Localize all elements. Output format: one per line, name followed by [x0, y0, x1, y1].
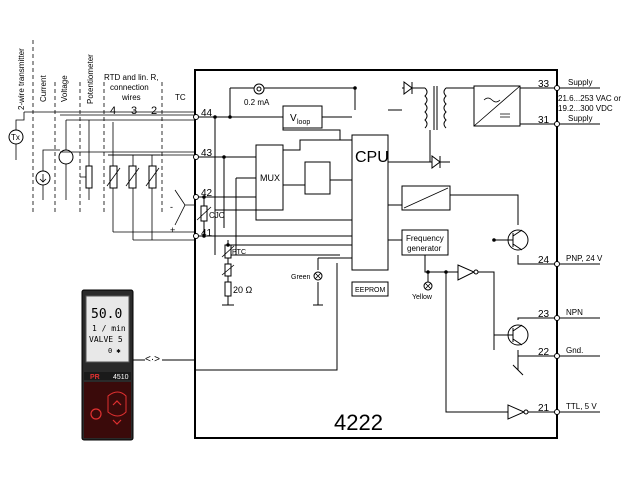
lcd-screen [85, 295, 130, 363]
lcd-value: 50.0 [91, 307, 122, 322]
display-up-button[interactable] [112, 400, 122, 406]
vloop-block [282, 105, 323, 129]
resistor-20ohm [224, 281, 232, 297]
terminal-label-44: 44 [201, 108, 213, 119]
output-pnp-label: PNP, 24 V [566, 254, 603, 263]
cpu-label: CPU [355, 149, 389, 166]
terminal-label-42: 42 [201, 188, 213, 199]
lcd-tag: VALVE 5 [89, 335, 123, 344]
terminal-label-21: 21 [538, 403, 550, 414]
tc-minus: - [170, 202, 173, 212]
ptc-label: PTC [232, 249, 246, 256]
freq-gen-line2: generator [407, 244, 442, 253]
input-section: 2-wire transmitter Current Voltage Poten… [8, 40, 200, 241]
terminal-23[interactable] [554, 315, 560, 321]
display-link-symbol: <·> [145, 354, 160, 365]
label-voltage: Voltage [60, 75, 69, 102]
current-source-label: 0.2 mA [244, 98, 270, 107]
terminal-33[interactable] [554, 85, 560, 91]
vloop-label: V [290, 113, 297, 124]
terminal-43[interactable] [193, 154, 199, 160]
tc-plus: + [170, 225, 175, 235]
vloop-sub-label: loop [297, 119, 310, 126]
resistor-20-label: 20 Ω [233, 285, 253, 295]
label-rtd-2: 2 [151, 105, 157, 117]
supply-label-33: Supply [568, 78, 592, 87]
yellow-led-label: Yellow [412, 294, 433, 301]
output-npn-label: NPN [566, 308, 583, 317]
terminal-label-43: 43 [201, 148, 213, 159]
supply-label-31: Supply [568, 114, 592, 123]
terminal-label-22: 22 [538, 347, 550, 358]
terminal-41[interactable] [193, 233, 199, 239]
potentiometer-symbol [85, 165, 93, 189]
label-rtd-line2: connection [110, 83, 149, 92]
supply-range-line2: 19.2...300 VDC [558, 104, 613, 113]
transmitter-label: Tx [11, 133, 20, 142]
green-led-label: Green [291, 274, 311, 281]
terminal-24[interactable] [554, 261, 560, 267]
terminal-label-33: 33 [538, 79, 550, 90]
diode-mid [431, 155, 441, 169]
label-two-wire-transmitter: 2-wire transmitter [17, 48, 26, 110]
terminal-22[interactable] [554, 353, 560, 359]
cjc-label: CJC [209, 211, 225, 220]
terminal-label-31: 31 [538, 115, 550, 126]
display-ok-button[interactable] [90, 408, 102, 420]
frequency-generator-block [401, 229, 449, 256]
npn-transistor [507, 324, 529, 346]
terminal-label-24: 24 [538, 255, 550, 266]
terminal-label-23: 23 [538, 309, 550, 320]
internal-wiring: 0.2 mA [196, 83, 555, 413]
cpu-block [351, 134, 389, 271]
device-model: 4222 [334, 410, 383, 435]
label-rtd-4: 4 [110, 105, 116, 117]
buffer-ttl [507, 404, 526, 420]
display-model: 4510 [113, 374, 129, 381]
adc-block [304, 161, 331, 195]
diode-top [403, 81, 413, 95]
display-module-4510[interactable]: 50.0 1 / min VALVE 5 0 ✱ PR 4510 [81, 289, 134, 441]
lcd-unit: 1 / min [92, 324, 126, 333]
mux-block [255, 144, 284, 211]
terminal-44[interactable] [193, 114, 199, 120]
lcd-status: 0 ✱ [108, 347, 121, 355]
mux-label: MUX [260, 173, 280, 183]
label-rtd-3: 3 [131, 105, 137, 117]
label-potentiometer: Potentiometer [86, 54, 95, 104]
buffer-upper [457, 264, 476, 281]
freq-gen-line1: Frequency [406, 234, 444, 243]
terminal-42[interactable] [193, 194, 199, 200]
output-ttl-label: TTL, 5 V [566, 402, 597, 411]
pnp-transistor [507, 229, 529, 251]
eeprom-block [351, 281, 389, 297]
display-down-button[interactable] [112, 419, 122, 425]
output-gnd-label: Gnd. [566, 346, 583, 355]
input-terminals: 44 43 42 41 [193, 108, 213, 239]
display-nav-pad[interactable] [107, 391, 127, 417]
label-rtd-line3: wires [121, 93, 141, 102]
label-current: Current [39, 75, 48, 102]
supply-range-line1: 21.6...253 VAC or [558, 94, 621, 103]
output-terminals: 33 31 24 23 22 21 [538, 79, 560, 415]
label-rtd-line1: RTD and lin. R, [104, 73, 159, 82]
eeprom-label: EEPROM [355, 287, 386, 294]
label-tc: TC [175, 93, 186, 102]
terminal-31[interactable] [554, 121, 560, 127]
display-brand: PR [90, 374, 100, 381]
terminal-21[interactable] [554, 409, 560, 415]
transformer [424, 86, 447, 130]
terminal-label-41: 41 [201, 228, 213, 239]
